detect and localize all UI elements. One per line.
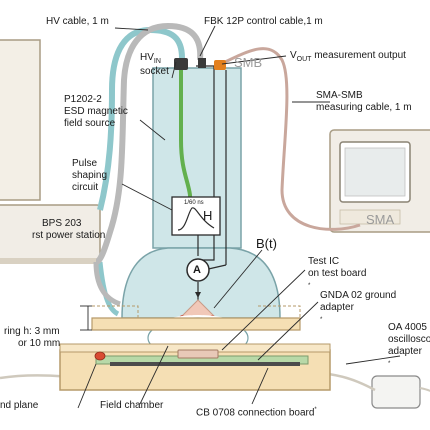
- smb-connector: [214, 60, 226, 70]
- leader-lines: [77, 25, 401, 409]
- label-pulse-shaping: Pulse shaping circuit: [72, 158, 107, 194]
- oa-line3: adapter*: [388, 346, 422, 367]
- pulse-line3: circuit: [72, 182, 99, 193]
- label-field-chamber: Field chamber: [100, 400, 164, 411]
- field-source-box: [0, 39, 41, 201]
- oscilloscope-device: [329, 129, 430, 233]
- label-cb-0708: CB 0708 connection board*: [196, 407, 317, 419]
- field-direction-arrow: [195, 292, 201, 298]
- hv-internal-line: [179, 70, 192, 205]
- gnd-adapter: [110, 362, 300, 366]
- ring-line1: ring h: 3 mm: [4, 326, 60, 337]
- hv-cable: [97, 26, 185, 211]
- pulse-shaping-box: [171, 196, 221, 236]
- ring-plate-left-notch: [92, 305, 139, 318]
- test-ic-line2: on test board*: [308, 268, 367, 289]
- label-bt: B(t): [256, 236, 277, 251]
- label-ammeter: A: [193, 264, 201, 276]
- p1202-line2: ESD magnetic: [64, 106, 128, 117]
- ring-line2: or 10 mm: [18, 338, 61, 349]
- vout-rest: measurement output: [311, 50, 406, 61]
- gnda-line1: GNDA 02 ground: [320, 290, 397, 301]
- label-test-ic: Test IC on test board*: [308, 256, 366, 295]
- status-led: [94, 351, 106, 361]
- label-oa-4005: OA 4005 oscillosco adapter*: [388, 322, 430, 373]
- sma-smb-line1: SMA-SMB: [316, 90, 363, 101]
- label-ground-plane: nd plane: [0, 400, 39, 411]
- oa-cable-out: [419, 387, 430, 392]
- label-pulse-box-h: H: [203, 208, 213, 223]
- label-hv-cable: HV cable, 1 m: [46, 16, 109, 27]
- label-fbk-cable: FBK 12P control cable,1 m: [204, 16, 323, 27]
- vout-sub: OUT: [296, 56, 312, 63]
- ring-height-dimension: [80, 305, 92, 331]
- pulse-line2: shaping: [72, 170, 108, 181]
- label-hv-socket: HVIN: [140, 52, 161, 68]
- label-gnda: GNDA 02 ground adapter*: [320, 290, 396, 329]
- oa-line1: OA 4005: [388, 322, 427, 333]
- p1202-line3: field source: [64, 118, 116, 129]
- power-station-device: [0, 204, 101, 264]
- pulse-line1: Pulse: [72, 158, 98, 169]
- label-p1202: P1202-2 ESD magnetic field source: [64, 94, 128, 130]
- hv-socket-connector: [174, 58, 188, 70]
- fbk-connector: [198, 58, 206, 68]
- bps-line1: BPS 203: [42, 218, 82, 229]
- ring-plate-right-notch: [258, 305, 301, 318]
- fbk-cable: [95, 22, 204, 265]
- fbk-cable-lower: [93, 261, 121, 307]
- sma-smb-cable: [224, 47, 361, 231]
- hv-cable-return: [97, 261, 120, 317]
- test-ic-line1: Test IC: [308, 256, 340, 267]
- label-sma-smb-cable: SMA-SMB measuring cable, 1 m: [316, 90, 412, 114]
- ring-plate: [91, 317, 301, 331]
- gnda-line2: adapter*: [320, 302, 354, 323]
- hv-socket-sub: IN: [153, 58, 161, 65]
- label-vout-output: VOUT measurement output: [290, 50, 406, 66]
- label-ring-height: ring h: 3 mm or 10 mm: [4, 326, 60, 350]
- ammeter-symbol: [186, 258, 210, 282]
- sma-smb-line2: measuring cable, 1 m: [316, 102, 412, 113]
- label-bps-203: BPS 203 rst power station: [32, 218, 105, 242]
- label-pulse-box-top: 1/60 ns: [184, 200, 204, 206]
- oa-line2: oscillosco: [388, 334, 430, 345]
- bps-line2: rst power station: [32, 230, 106, 241]
- label-smb: SMB: [234, 55, 263, 70]
- vout-main: V: [290, 50, 297, 61]
- label-hv-socket-line2: socket: [140, 66, 169, 77]
- hv-socket-line1: HV: [140, 52, 154, 63]
- oa-adapter-box: [371, 375, 421, 409]
- test-ic-chip: [177, 349, 219, 359]
- p1202-line1: P1202-2: [64, 94, 102, 105]
- label-sma: SMA: [366, 212, 395, 227]
